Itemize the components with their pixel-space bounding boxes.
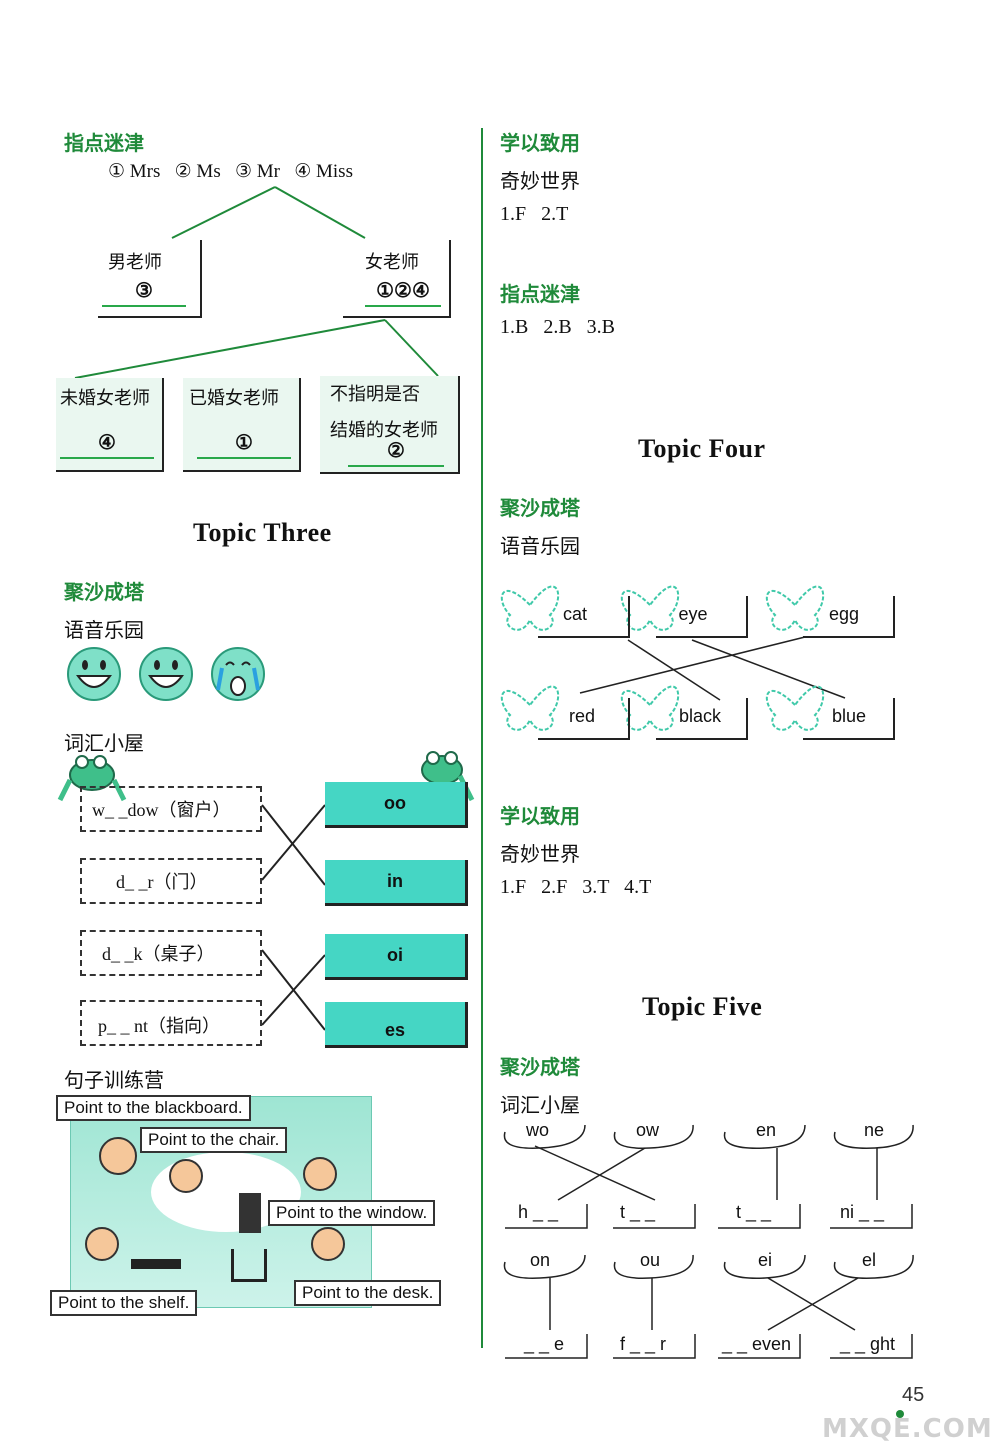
blank-e: _ _ e — [524, 1334, 565, 1354]
child-icon-4 — [85, 1227, 119, 1261]
topic-three-title: Topic Three — [193, 518, 332, 547]
married-answer: ① — [197, 430, 291, 459]
word-black: black — [678, 706, 722, 726]
shelf-icon — [239, 1193, 261, 1233]
word-egg: egg — [828, 604, 860, 624]
blank-fr: f _ _ r — [620, 1334, 667, 1354]
callout-window: Point to the window. — [268, 1200, 436, 1226]
topic3-header: 聚沙成塔 — [64, 580, 144, 604]
zhidian2-header: 指点迷津 — [500, 282, 580, 306]
chair-icon — [231, 1249, 267, 1282]
topic5-vocab: 词汇小屋 — [500, 1093, 580, 1117]
xueyi2-sub: 奇妙世界 — [500, 842, 580, 866]
topic-four-title: Topic Four — [638, 434, 766, 463]
word-blue: blue — [831, 706, 867, 726]
column-divider — [481, 128, 483, 1348]
blank-even: _ _ even — [722, 1334, 792, 1354]
page-number: 45 — [902, 1384, 925, 1406]
callout-chair: Point to the chair. — [140, 1127, 288, 1153]
word-eye: eye — [678, 604, 708, 624]
zhidian2-answers: 1.B 2.B 3.B — [500, 316, 616, 338]
word-box-desk: d_ _k（桌子） — [80, 930, 262, 976]
child-icon-3 — [303, 1157, 337, 1191]
word-door: d_ _r（门） — [116, 872, 208, 892]
unmarried-label: 未婚女老师 — [60, 388, 150, 409]
unmarried-box: 未婚女老师 ④ — [56, 378, 164, 472]
xueyi2-answers: 1.F 2.F 3.T 4.T — [500, 876, 652, 898]
word-box-egg: egg — [803, 596, 895, 638]
male-answer: ③ — [102, 278, 186, 307]
unmarried-answer: ④ — [60, 430, 154, 459]
callout-shelf: Point to the shelf. — [50, 1290, 198, 1316]
unspecified-label-1: 不指明是否 — [330, 384, 420, 405]
word-point: p_ _ nt（指向） — [98, 1016, 221, 1036]
topic-five-title: Topic Five — [642, 992, 763, 1021]
zhidian-header: 指点迷津 — [64, 131, 144, 155]
word-window: w_ _dow（窗户） — [92, 800, 231, 820]
xueyi1-header: 学以致用 — [500, 131, 580, 155]
word-box-eye: eye — [656, 596, 748, 638]
title-options: ① Mrs ② Ms ③ Mr ④ Miss — [108, 161, 353, 182]
word-box-blue: blue — [803, 698, 895, 740]
pair-ou: ou — [640, 1250, 661, 1270]
pair-on: on — [530, 1250, 551, 1270]
blank-t2: t _ _ — [736, 1202, 772, 1222]
child-icon-5 — [311, 1227, 345, 1261]
blank-ght: _ _ ght — [840, 1334, 896, 1354]
word-red: red — [568, 706, 595, 726]
topic5-header: 聚沙成塔 — [500, 1055, 580, 1079]
watermark: MXQE.COM — [822, 1414, 993, 1444]
pair-el: el — [862, 1250, 877, 1270]
topic4-header: 聚沙成塔 — [500, 496, 580, 520]
pair-ow: ow — [636, 1120, 660, 1140]
male-label: 男老师 — [108, 252, 162, 273]
unspecified-box: 不指明是否 结婚的女老师 ② — [320, 376, 460, 474]
word-box-door: d_ _r（门） — [80, 858, 262, 904]
sentences-header: 句子训练营 — [64, 1068, 164, 1092]
blank-ni: ni _ _ — [840, 1202, 885, 1222]
word-box-black: black — [656, 698, 748, 740]
letters-es: es — [325, 1002, 468, 1048]
topic3-phonics: 语音乐园 — [64, 618, 144, 642]
female-teacher-box: 女老师 ①②④ — [343, 240, 451, 318]
word-cat: cat — [562, 604, 587, 624]
female-label: 女老师 — [365, 252, 419, 273]
callout-blackboard: Point to the blackboard. — [56, 1095, 251, 1121]
topic3-vocab: 词汇小屋 — [64, 731, 144, 755]
pair-wo: wo — [526, 1120, 550, 1140]
pair-ne: ne — [864, 1120, 885, 1140]
page-dot — [896, 1410, 904, 1418]
married-box: 已婚女老师 ① — [183, 378, 301, 472]
pair-en: en — [756, 1120, 777, 1140]
word-box-red: red — [538, 698, 630, 740]
child-icon-2 — [169, 1159, 203, 1193]
blank-t1: t _ _ — [620, 1202, 656, 1222]
word-box-point: p_ _ nt（指向） — [80, 1000, 262, 1046]
pair-ei: ei — [758, 1250, 773, 1270]
callout-desk: Point to the desk. — [294, 1280, 442, 1306]
xueyi1-sub: 奇妙世界 — [500, 169, 580, 193]
blank-h: h _ _ — [518, 1202, 559, 1222]
married-label: 已婚女老师 — [189, 388, 279, 409]
child-icon — [99, 1137, 137, 1175]
male-teacher-box: 男老师 ③ — [98, 240, 202, 318]
letters-in: in — [325, 860, 468, 906]
desk-icon — [131, 1259, 181, 1269]
letters-oo: oo — [325, 782, 468, 828]
xueyi1-answers: 1.F 2.T — [500, 203, 569, 225]
letters-oi: oi — [325, 934, 468, 980]
word-box-cat: cat — [538, 596, 630, 638]
unspecified-label-2: 结婚的女老师 — [330, 420, 438, 441]
topic4-phonics: 语音乐园 — [500, 534, 580, 558]
word-box-window: w_ _dow（窗户） — [80, 786, 262, 832]
unspecified-answer: ② — [348, 438, 444, 467]
female-answer: ①②④ — [365, 278, 441, 307]
xueyi2-header: 学以致用 — [500, 804, 580, 828]
word-desk: d_ _k（桌子） — [102, 944, 215, 964]
